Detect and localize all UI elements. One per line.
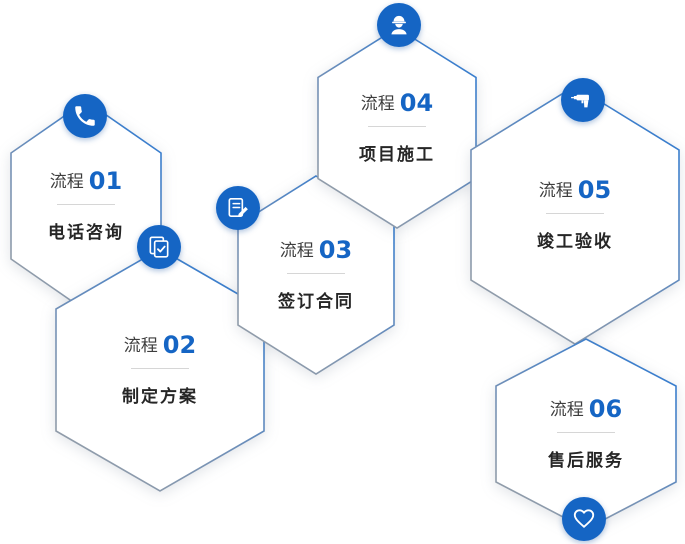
construction-worker-icon: [377, 3, 421, 47]
step-number: 03: [318, 236, 353, 264]
step-prefix: 流程: [123, 336, 158, 356]
divider-line: [131, 368, 189, 369]
step-label: 竣工验收: [537, 232, 613, 252]
step-label: 电话咨询: [48, 223, 124, 243]
step-prefix: 流程: [538, 181, 573, 201]
step-number: 04: [399, 89, 434, 117]
divider-line: [368, 126, 426, 127]
step-number: 01: [88, 167, 123, 195]
contract-signing-icon: [216, 186, 260, 230]
hexagon-outline: [317, 27, 477, 229]
step-prefix: 流程: [360, 94, 395, 114]
step-number: 06: [588, 395, 623, 423]
divider-line: [287, 273, 345, 274]
divider-line: [546, 213, 604, 214]
divider-line: [57, 204, 115, 205]
step-label: 项目施工: [359, 145, 435, 165]
step-prefix: 流程: [279, 241, 314, 261]
step-number: 05: [577, 176, 612, 204]
divider-line: [557, 432, 615, 433]
step-number: 02: [162, 331, 197, 359]
heart-icon: [562, 497, 606, 541]
step-prefix: 流程: [49, 172, 84, 192]
step-label: 制定方案: [122, 387, 198, 407]
step-label: 售后服务: [548, 451, 624, 471]
step-prefix: 流程: [549, 400, 584, 420]
phone-icon: [63, 94, 107, 138]
document-check-icon: [137, 225, 181, 269]
drill-icon: [561, 78, 605, 122]
step-label: 签订合同: [278, 292, 354, 312]
